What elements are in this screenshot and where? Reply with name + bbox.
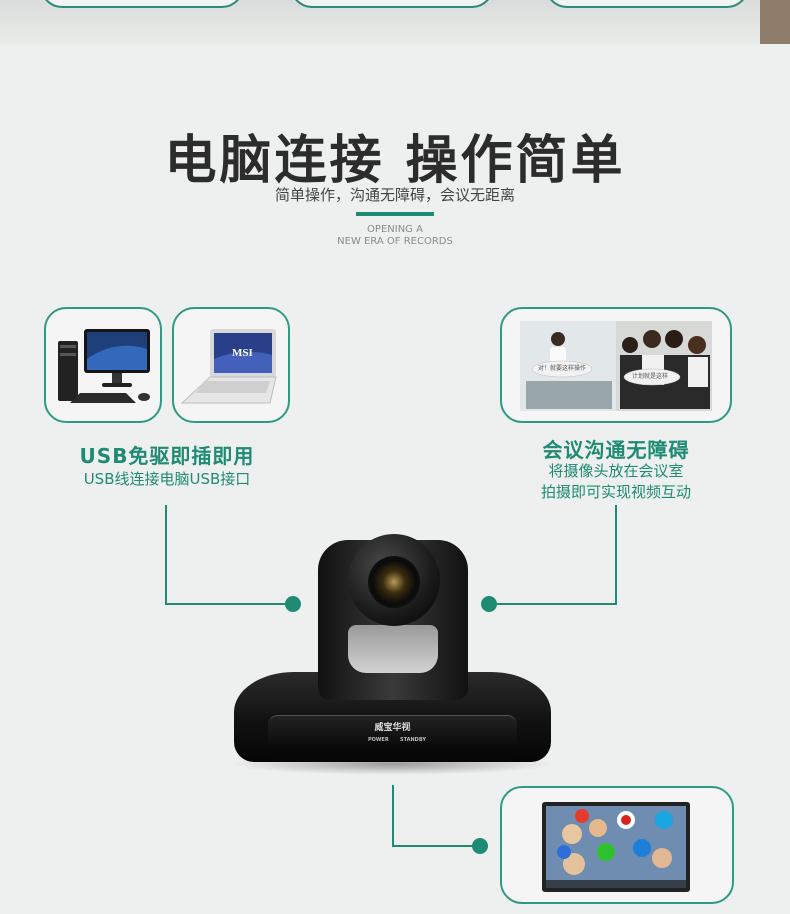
right-connector-horizontal <box>489 603 617 605</box>
right-connector-dot <box>481 596 497 612</box>
top-card-1 <box>40 0 244 8</box>
camera-arm-gap <box>348 625 438 673</box>
bottom-connector-dot <box>472 838 488 854</box>
page-title: 电脑连接 操作简单 <box>164 131 626 191</box>
left-connector-vertical <box>165 505 167 605</box>
laptop-image <box>180 329 277 404</box>
left-connector-horizontal <box>165 603 293 605</box>
top-right-shade <box>760 0 790 44</box>
camera-power-label: POWER <box>368 737 389 743</box>
top-photo-strip <box>0 0 790 44</box>
camera-brand: 威宝华视 <box>374 723 411 733</box>
top-card-3 <box>545 0 749 8</box>
meeting-card: 对！就要这样操作 计划就是这样 <box>500 307 732 423</box>
meeting-bubble-1: 对！就要这样操作 <box>538 365 587 372</box>
video-apps-card <box>500 786 734 904</box>
bottom-connector-vertical <box>392 785 394 847</box>
bottom-connector-horizontal <box>392 845 480 847</box>
meeting-heading: 会议沟通无障碍 <box>542 438 690 462</box>
title-divider <box>356 212 434 216</box>
opening-text: OPENING A NEW ERA OF RECORDS <box>0 224 790 248</box>
usb-description: USB线连接电脑USB接口 <box>83 470 251 488</box>
msi-logo: MSI <box>232 347 253 359</box>
video-apps-image <box>542 802 690 892</box>
top-card-2 <box>290 0 494 8</box>
page-subtitle: 简单操作，沟通无障碍，会议无距离 <box>274 186 515 204</box>
right-connector-vertical <box>615 505 617 605</box>
meeting-image <box>520 321 712 411</box>
camera-base-front <box>268 715 517 754</box>
camera-lens-icon <box>368 556 420 608</box>
camera-standby-label: STANDBY <box>400 737 426 743</box>
desktop-pc-card <box>44 307 162 423</box>
opening-line-2: NEW ERA OF RECORDS <box>337 236 453 247</box>
opening-line-1: OPENING A <box>367 224 423 235</box>
usb-heading: USB免驱即插即用 <box>79 444 255 468</box>
laptop-card: MSI <box>172 307 290 423</box>
meeting-description-2: 拍摄即可实现视频互动 <box>540 483 691 501</box>
ptz-camera: 威宝华视 POWER STANDBY <box>230 530 555 775</box>
meeting-description-1: 将摄像头放在会议室 <box>548 462 684 480</box>
meeting-bubble-2: 计划就是这样 <box>632 373 669 380</box>
left-connector-dot <box>285 596 301 612</box>
desktop-pc-image <box>58 329 150 403</box>
